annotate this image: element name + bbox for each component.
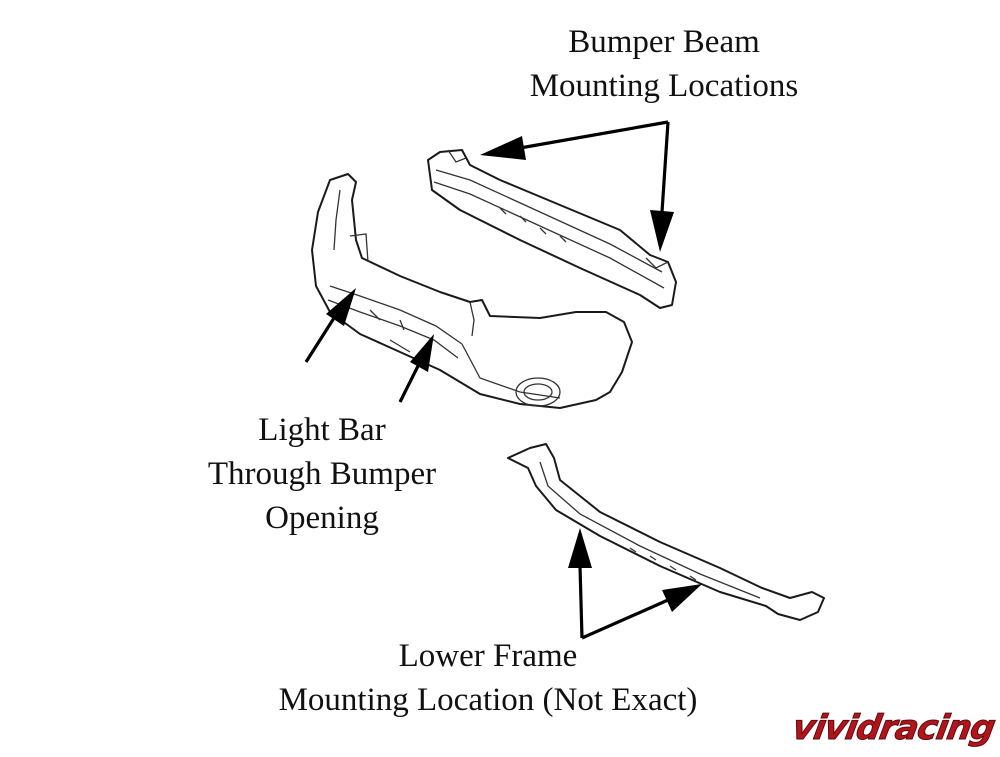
light-bar-label-line-1: Light Bar (258, 412, 386, 448)
bumper-beam-label-line-2: Mounting Locations (529, 68, 799, 104)
light-bar-arrows (304, 288, 434, 403)
bumper-beam-label-line-1: Bumper Beam (568, 24, 760, 60)
watermark-logo: vividracing (789, 708, 998, 749)
lower-frame-label-line-1: Lower Frame (398, 638, 578, 674)
front-bumper-cover (311, 173, 633, 409)
light-bar-label-line-3: Opening (265, 500, 379, 536)
bumper-beam (427, 149, 677, 309)
bumper-beam-label: Bumper Beam Mounting Locations (530, 20, 799, 108)
light-bar-label: Light Bar Through Bumper Opening (208, 408, 436, 540)
lower-frame-arrows (568, 528, 702, 640)
lower-frame-label-line-2: Mounting Location (Not Exact) (278, 682, 698, 718)
lower-frame-label: Lower Frame Mounting Location (Not Exact… (279, 634, 698, 722)
beam-arrows (480, 120, 674, 252)
lower-frame-piece (507, 443, 825, 621)
light-bar-label-line-2: Through Bumper (207, 456, 437, 492)
